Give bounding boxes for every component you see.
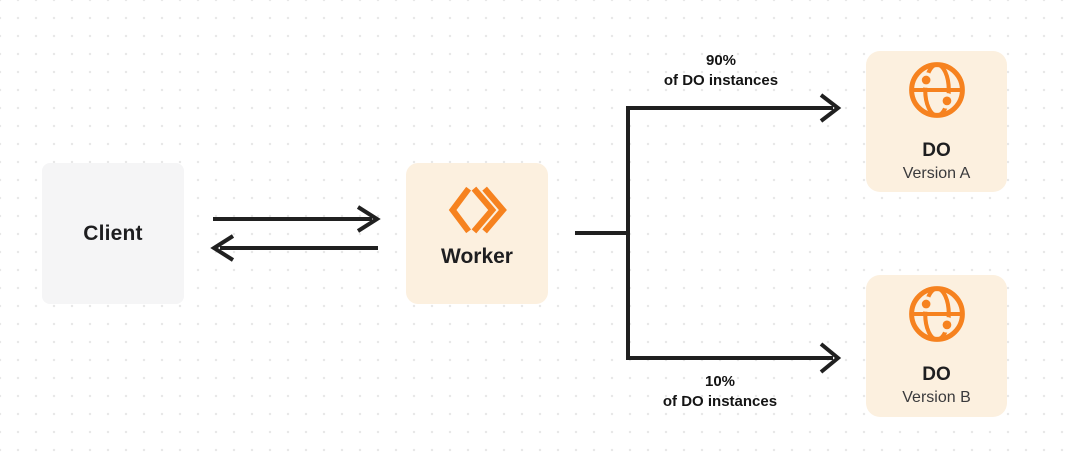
do-version-a-subtitle: Version A <box>902 165 971 182</box>
branch-bottom-caption: of DO instances <box>662 393 778 410</box>
branch-top-arrowhead <box>819 93 842 123</box>
worker-to-client-arrowhead <box>210 234 235 262</box>
do-version-a-title: DO <box>922 140 951 161</box>
cloudflare-workers-icon <box>448 186 507 234</box>
worker-label: Worker <box>441 245 513 268</box>
do-version-b-title: DO <box>922 364 951 385</box>
client-node: Client <box>42 163 184 304</box>
do-version-b-node: DO Version B <box>866 275 1007 417</box>
branch-top-caption: of DO instances <box>663 72 779 89</box>
branch-bottom-label: 10% of DO instances <box>610 372 830 412</box>
branch-top-label: 90% of DO instances <box>611 51 831 91</box>
do-version-b-subtitle: Version B <box>902 389 971 406</box>
durable-object-globe-icon <box>908 62 965 118</box>
client-label: Client <box>83 221 143 245</box>
do-version-a-node: DO Version A <box>866 51 1007 192</box>
client-to-worker-arrowhead <box>356 205 381 233</box>
branch-top-percent: 90% <box>705 52 737 69</box>
branch-bottom-percent: 10% <box>704 373 736 390</box>
worker-node: Worker <box>406 163 548 304</box>
durable-object-globe-icon <box>908 286 965 342</box>
branch-bottom-arrowhead <box>819 342 842 374</box>
